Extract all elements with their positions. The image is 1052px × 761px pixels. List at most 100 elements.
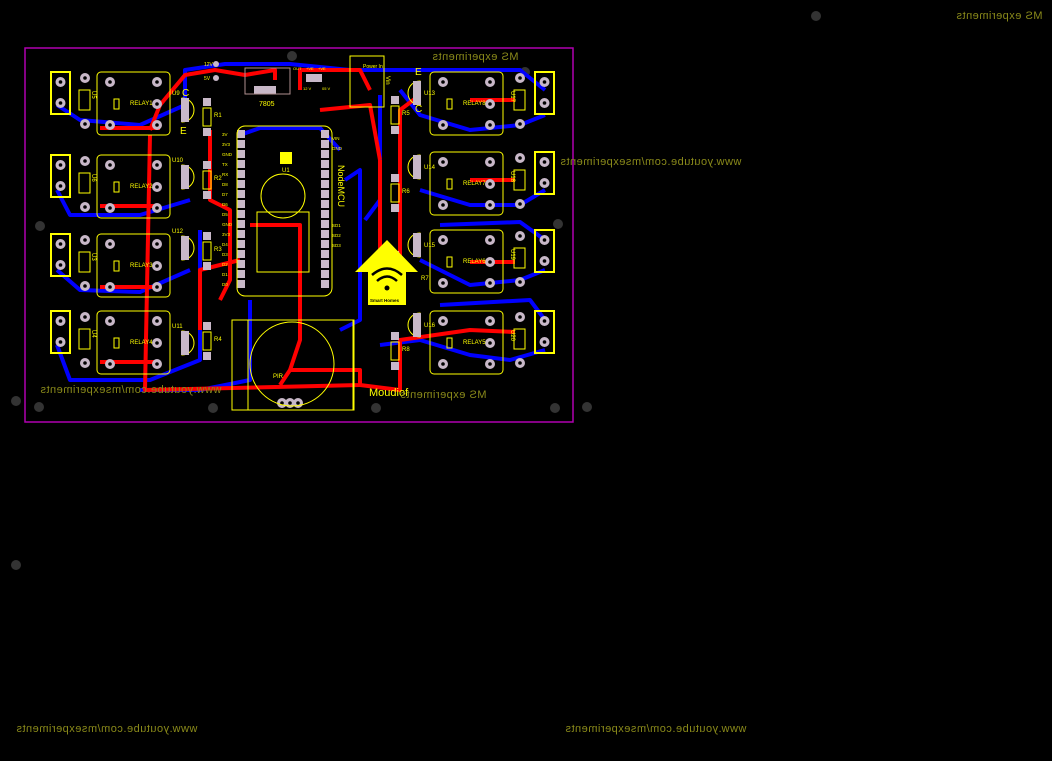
pad bbox=[181, 347, 189, 355]
mcu-pin-label: D1 bbox=[222, 272, 228, 277]
mounting-hole bbox=[287, 51, 297, 61]
pad-hole bbox=[288, 401, 292, 405]
pad-hole bbox=[155, 163, 159, 167]
pad-hole bbox=[488, 281, 492, 285]
pad bbox=[181, 98, 189, 106]
pad bbox=[203, 352, 211, 360]
transistor-label: U12 bbox=[172, 229, 184, 235]
pad bbox=[181, 114, 189, 122]
pad bbox=[237, 200, 245, 208]
mcu-pin-label: SD1 bbox=[332, 223, 341, 228]
resistor-label: R3 bbox=[214, 247, 222, 253]
pad-hole bbox=[58, 163, 63, 167]
pad bbox=[203, 128, 211, 136]
nodemcu-module[interactable]: U1 NodeMCU bbox=[236, 125, 346, 297]
voltage-regulator[interactable]: 7805 bbox=[244, 67, 291, 108]
top-trace bbox=[359, 328, 516, 392]
relay-label: RELAY8 bbox=[463, 101, 486, 107]
smart-homes-logo: Smart Homes bbox=[355, 240, 418, 305]
mounting-hole bbox=[582, 402, 592, 412]
pad-hole bbox=[108, 80, 112, 84]
pad-hole bbox=[155, 185, 159, 189]
watermark-board-left: www.youtube.com/msexperiments bbox=[40, 384, 222, 396]
pad-hole bbox=[542, 101, 547, 105]
power-input-jack[interactable]: Power In Vin bbox=[349, 55, 390, 108]
resistor-label: R6 bbox=[402, 189, 410, 195]
pad bbox=[203, 232, 211, 240]
resistor-label: R5 bbox=[402, 111, 410, 117]
pad-hole bbox=[83, 76, 87, 80]
pad-hole bbox=[108, 242, 112, 246]
top-trace bbox=[208, 130, 232, 301]
diode bbox=[513, 169, 526, 191]
mcu-pin-label: GND bbox=[332, 146, 343, 151]
pad-hole bbox=[155, 285, 159, 289]
mounting-holes bbox=[11, 11, 821, 570]
pad bbox=[306, 74, 314, 82]
jumper-label: OUT bbox=[293, 66, 302, 71]
transistor-label: U16 bbox=[424, 323, 436, 329]
pad bbox=[391, 96, 399, 104]
pad bbox=[181, 252, 189, 260]
pad bbox=[413, 313, 421, 321]
pad-hole bbox=[58, 319, 63, 323]
mcu-pin-label: D6 bbox=[222, 202, 228, 207]
pir-sensor[interactable]: PIR bbox=[231, 319, 355, 411]
relay-coil bbox=[113, 98, 120, 110]
mcu-pin-label: D2 bbox=[222, 262, 228, 267]
pad bbox=[321, 150, 329, 158]
mcu-pin-label: D0 bbox=[222, 282, 228, 287]
vin-label: Vin bbox=[384, 76, 390, 85]
pad bbox=[237, 220, 245, 228]
pad bbox=[391, 204, 399, 212]
diode-label: U18 bbox=[509, 171, 515, 183]
pad-hole bbox=[542, 160, 547, 164]
relay-coil bbox=[446, 337, 453, 349]
pad bbox=[181, 165, 189, 173]
pad-hole bbox=[58, 340, 63, 344]
ce-label: C bbox=[415, 104, 422, 115]
pad-hole bbox=[518, 280, 522, 284]
pad-hole bbox=[108, 362, 112, 366]
top-trace bbox=[319, 103, 382, 161]
pad-hole bbox=[542, 80, 547, 84]
relay-outline bbox=[96, 233, 171, 298]
pad-hole bbox=[155, 206, 159, 210]
mounting-hole bbox=[371, 403, 381, 413]
pad bbox=[237, 180, 245, 188]
pad-hole bbox=[441, 123, 445, 127]
screw-terminal bbox=[534, 151, 555, 195]
pad-hole bbox=[280, 401, 284, 405]
pad bbox=[237, 270, 245, 278]
pad-hole bbox=[108, 123, 112, 127]
bottom-trace bbox=[419, 258, 546, 287]
mounting-hole bbox=[35, 221, 45, 231]
pad bbox=[181, 173, 189, 181]
pad-hole bbox=[58, 263, 63, 267]
pad-hole bbox=[83, 361, 87, 365]
pad-hole bbox=[108, 285, 112, 289]
pad-hole bbox=[83, 315, 87, 319]
pad-hole bbox=[542, 259, 547, 263]
pad bbox=[413, 241, 421, 249]
ce-label: E bbox=[415, 67, 422, 78]
diode bbox=[513, 89, 526, 111]
pad bbox=[237, 190, 245, 198]
pad bbox=[314, 74, 322, 82]
pad-hole bbox=[155, 341, 159, 345]
pad-hole bbox=[518, 76, 522, 80]
mounting-hole bbox=[11, 396, 21, 406]
resistor-label: R8 bbox=[402, 347, 410, 353]
mounting-hole bbox=[811, 11, 821, 21]
pad bbox=[413, 233, 421, 241]
pad bbox=[413, 329, 421, 337]
header-label: 12V bbox=[204, 62, 214, 68]
diode bbox=[78, 89, 91, 111]
pad bbox=[261, 86, 269, 94]
resistor bbox=[390, 341, 400, 361]
pad bbox=[321, 130, 329, 138]
resistor bbox=[202, 170, 212, 190]
pad bbox=[254, 86, 262, 94]
pad-hole bbox=[441, 281, 445, 285]
pad bbox=[321, 190, 329, 198]
